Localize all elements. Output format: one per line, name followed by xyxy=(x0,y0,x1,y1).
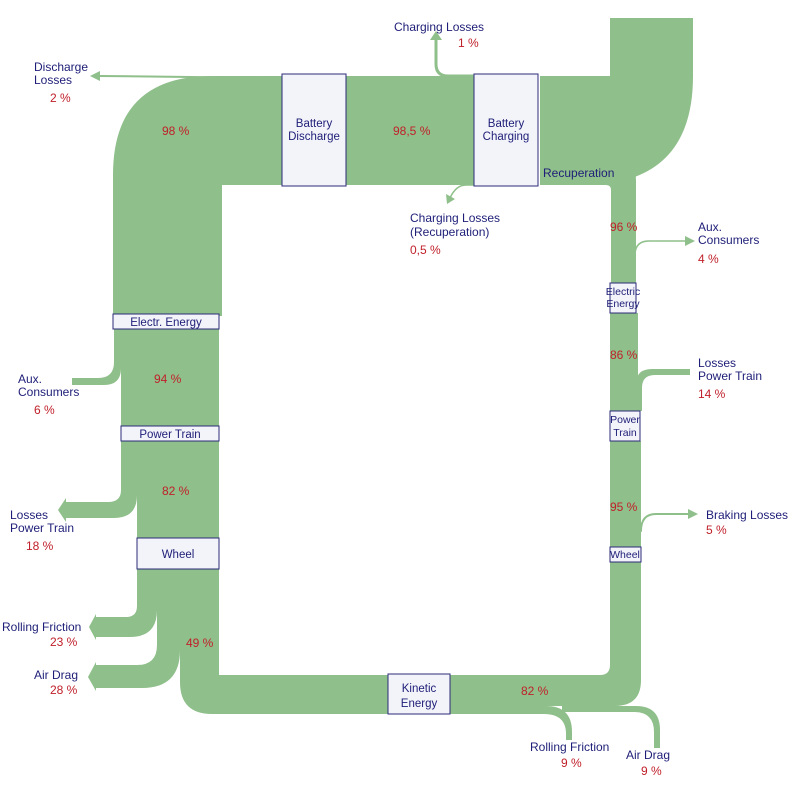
flow-aux-left xyxy=(72,329,121,385)
flow-recuperation xyxy=(540,157,636,283)
node-power-train-right-line2: Train xyxy=(613,427,637,439)
node-electr-energy: Electr. Energy xyxy=(112,313,220,330)
value-braking-losses: 5 % xyxy=(706,523,727,537)
label-aux-consumers-left-1: Aux. xyxy=(18,372,42,386)
node-kinetic-energy-line2: Energy xyxy=(401,698,438,710)
label-rolling-friction-bottom: Rolling Friction xyxy=(530,740,609,754)
value-air-drag-left: 28 % xyxy=(50,683,78,697)
flow-charging-losses xyxy=(434,38,476,78)
label-losses-pt-right-2: Power Train xyxy=(698,369,762,383)
label-losses-pt-right-1: Losses xyxy=(698,356,736,370)
value-losses-pt-right: 14 % xyxy=(698,387,726,401)
flow-braking-losses-head xyxy=(688,509,698,519)
node-electric-energy-right-line2: Energy xyxy=(606,298,640,310)
node-kinetic-energy-line1: Kinetic xyxy=(402,683,437,695)
flow-aux-right-head xyxy=(685,236,695,246)
flow-kinetic-out xyxy=(450,562,641,706)
node-kinetic-energy: Kinetic Energy xyxy=(387,673,451,715)
value-charging-losses-recup: 0,5 % xyxy=(410,243,441,257)
label-recuperation: Recuperation xyxy=(543,166,614,180)
flow-right-95 xyxy=(610,441,641,547)
flow-aux-right xyxy=(634,240,686,284)
value-rolling-friction-left: 23 % xyxy=(50,635,78,649)
value-aux-consumers-left: 6 % xyxy=(34,403,55,417)
label-braking-losses: Braking Losses xyxy=(706,508,788,522)
node-battery-charging-line1: Battery xyxy=(488,118,525,130)
value-rolling-friction-bottom: 9 % xyxy=(561,756,582,770)
label-aux-consumers-right-2: Consumers xyxy=(698,233,759,247)
flow-discharge-losses xyxy=(99,75,283,79)
flow-losses-pt-left xyxy=(66,441,137,518)
label-aux-consumers-right-1: Aux. xyxy=(698,220,722,234)
label-losses-pt-left-2: Power Train xyxy=(10,521,74,535)
value-discharge-losses: 2 % xyxy=(50,91,71,105)
pct-right-top: 96 % xyxy=(610,220,638,234)
node-wheel-right: Wheel xyxy=(609,546,642,563)
node-battery-discharge-line1: Battery xyxy=(296,118,333,130)
label-discharge-losses-2: Losses xyxy=(34,73,72,87)
label-air-drag-left: Air Drag xyxy=(34,668,78,682)
flow-battery-to-battery xyxy=(346,76,474,185)
label-discharge-losses-1: Discharge xyxy=(34,60,88,74)
value-air-drag-bottom: 9 % xyxy=(641,764,662,778)
label-aux-consumers-left-2: Consumers xyxy=(18,385,79,399)
node-battery-discharge: Battery Discharge xyxy=(281,73,347,187)
flow-discharge-main xyxy=(113,76,282,316)
pct-between-batteries: 98,5 % xyxy=(393,124,431,138)
flow-left-94 xyxy=(121,329,219,427)
node-battery-charging: Battery Charging xyxy=(473,73,539,187)
pct-to-kinetic: 49 % xyxy=(186,636,214,650)
label-losses-pt-left-1: Losses xyxy=(10,508,48,522)
flow-charging-losses-recup-head xyxy=(446,194,455,204)
value-charging-losses: 1 % xyxy=(458,36,479,50)
flow-input-top xyxy=(540,18,693,185)
flow-wheel-to-kinetic xyxy=(180,569,388,714)
node-power-train-left: Power Train xyxy=(120,425,220,442)
pct-discharge-path: 98 % xyxy=(162,124,190,138)
flow-air-drag-bottom xyxy=(562,706,660,748)
node-electric-energy-right: Electric Energy xyxy=(606,282,640,314)
flow-losses-pt-left-head xyxy=(58,498,66,522)
label-charging-losses-recup-2: (Recuperation) xyxy=(410,225,489,239)
node-power-train-left-label: Power Train xyxy=(139,429,200,441)
flow-right-86 xyxy=(610,313,638,411)
flow-air-drag-left xyxy=(96,569,180,688)
flow-discharge-losses-head xyxy=(90,71,100,81)
node-battery-charging-line2: Charging xyxy=(483,131,530,143)
node-electric-energy-right-line1: Electric xyxy=(606,286,640,298)
pct-after-electr-energy: 94 % xyxy=(154,372,182,386)
flow-left-82 xyxy=(137,441,219,539)
value-losses-pt-left: 18 % xyxy=(26,539,54,553)
node-battery-discharge-line2: Discharge xyxy=(288,131,340,143)
node-power-train-right: Power Train xyxy=(609,410,641,442)
flow-rolling-friction-left-head xyxy=(89,614,96,640)
node-power-train-right-line1: Power xyxy=(610,414,640,426)
pct-after-power-train: 82 % xyxy=(162,484,190,498)
node-electr-energy-label: Electr. Energy xyxy=(130,317,202,329)
label-air-drag-bottom: Air Drag xyxy=(626,748,670,762)
label-charging-losses-recup-1: Charging Losses xyxy=(410,211,500,225)
node-wheel-left: Wheel xyxy=(136,537,220,570)
pct-kinetic-out: 82 % xyxy=(521,684,549,698)
pct-right-low: 95 % xyxy=(610,500,638,514)
flow-braking-losses xyxy=(640,513,689,532)
flow-charging-losses-recup xyxy=(449,184,475,199)
pct-right-mid: 86 % xyxy=(610,348,638,362)
label-charging-losses: Charging Losses xyxy=(394,20,484,34)
node-wheel-right-label: Wheel xyxy=(610,549,640,561)
value-aux-consumers-right: 4 % xyxy=(698,252,719,266)
flow-charging-losses-head xyxy=(430,31,442,40)
flow-losses-pt-right xyxy=(636,369,690,411)
flow-rolling-friction-left xyxy=(96,569,157,637)
label-rolling-friction-left: Rolling Friction xyxy=(2,620,81,634)
flow-air-drag-left-head xyxy=(88,662,96,691)
flow-rolling-friction-bottom xyxy=(450,706,572,740)
node-wheel-left-label: Wheel xyxy=(162,549,195,561)
